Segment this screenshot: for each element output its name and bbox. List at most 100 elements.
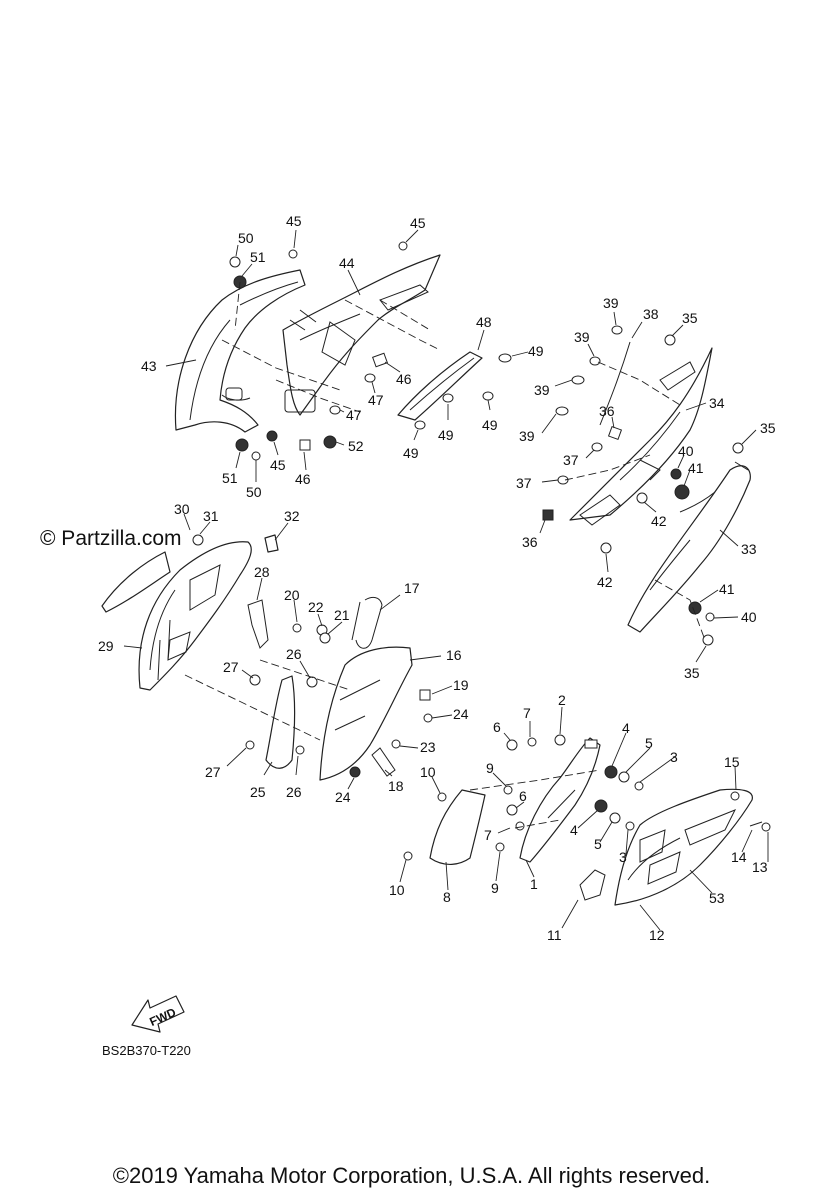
part-43-side-cover bbox=[174, 269, 306, 433]
part-48-bracket bbox=[397, 351, 483, 421]
callout-44: 44 bbox=[339, 255, 355, 271]
callout-3: 3 bbox=[619, 849, 627, 865]
callout-15: 15 bbox=[724, 754, 740, 770]
part-1-bracket bbox=[519, 737, 601, 863]
callout-1: 1 bbox=[530, 876, 538, 892]
callout-4: 4 bbox=[570, 822, 578, 838]
part-12-front-cover bbox=[614, 788, 753, 906]
callout-37: 37 bbox=[516, 475, 532, 491]
callout-6: 6 bbox=[493, 719, 501, 735]
callout-35: 35 bbox=[760, 420, 776, 436]
callout-50: 50 bbox=[238, 230, 254, 246]
callout-7: 7 bbox=[484, 827, 492, 843]
callout-52: 52 bbox=[348, 438, 364, 454]
callout-17: 17 bbox=[404, 580, 420, 596]
callout-26: 26 bbox=[286, 646, 302, 662]
diagram-code: BS2B370-T220 bbox=[102, 1043, 191, 1058]
upper-left-dashed-lines bbox=[221, 281, 441, 413]
part-16-inner-panel bbox=[319, 646, 413, 781]
fwd-arrow-icon: FWD bbox=[131, 995, 185, 1033]
callout-47: 47 bbox=[368, 392, 384, 408]
callout-41: 41 bbox=[719, 581, 735, 597]
callout-34: 34 bbox=[709, 395, 725, 411]
callout-22: 22 bbox=[308, 599, 324, 615]
upper-right-hardware bbox=[542, 325, 744, 646]
callout-46: 46 bbox=[396, 371, 412, 387]
callout-38: 38 bbox=[643, 306, 659, 322]
part-11-bracket bbox=[579, 869, 606, 901]
part-33-side-cover bbox=[627, 461, 751, 633]
callout-numbers: 50 51 45 44 45 48 49 43 46 47 47 49 49 4… bbox=[98, 213, 776, 943]
callout-29: 29 bbox=[98, 638, 114, 654]
callout-39: 39 bbox=[574, 329, 590, 345]
callout-8: 8 bbox=[443, 889, 451, 905]
callout-49: 49 bbox=[528, 343, 544, 359]
callout-2: 2 bbox=[558, 692, 566, 708]
part-17-hose bbox=[351, 596, 383, 649]
part-30-decal bbox=[101, 551, 171, 613]
callout-26: 26 bbox=[286, 784, 302, 800]
callout-14: 14 bbox=[731, 849, 747, 865]
callout-18: 18 bbox=[388, 778, 404, 794]
callout-51: 51 bbox=[222, 470, 238, 486]
callout-3: 3 bbox=[670, 749, 678, 765]
callout-40: 40 bbox=[741, 609, 757, 625]
callout-49: 49 bbox=[482, 417, 498, 433]
part-25-inner-panel bbox=[265, 675, 296, 769]
callout-9: 9 bbox=[486, 760, 494, 776]
callout-10: 10 bbox=[420, 764, 436, 780]
leader-lines bbox=[123, 229, 769, 931]
mid-left-hardware bbox=[184, 534, 433, 778]
callout-42: 42 bbox=[597, 574, 613, 590]
callout-45: 45 bbox=[410, 215, 426, 231]
callout-16: 16 bbox=[446, 647, 462, 663]
callout-10: 10 bbox=[389, 882, 405, 898]
callout-43: 43 bbox=[141, 358, 157, 374]
callout-50: 50 bbox=[246, 484, 262, 500]
callout-27: 27 bbox=[223, 659, 239, 675]
callout-49: 49 bbox=[403, 445, 419, 461]
callout-28: 28 bbox=[254, 564, 270, 580]
callout-9: 9 bbox=[491, 880, 499, 896]
callout-11: 11 bbox=[547, 927, 562, 943]
callout-19: 19 bbox=[453, 677, 469, 693]
callout-36: 36 bbox=[522, 534, 538, 550]
callout-24: 24 bbox=[335, 789, 351, 805]
callout-32: 32 bbox=[284, 508, 300, 524]
callout-20: 20 bbox=[284, 587, 300, 603]
callout-13: 13 bbox=[752, 859, 768, 875]
callout-41: 41 bbox=[688, 460, 704, 476]
callout-45: 45 bbox=[286, 213, 302, 229]
callout-39: 39 bbox=[519, 428, 535, 444]
callout-5: 5 bbox=[594, 836, 602, 852]
callout-37: 37 bbox=[563, 452, 579, 468]
callout-42: 42 bbox=[651, 513, 667, 529]
callout-49: 49 bbox=[438, 427, 454, 443]
part-28-bracket bbox=[247, 599, 269, 649]
callout-35: 35 bbox=[682, 310, 698, 326]
callout-40: 40 bbox=[678, 443, 694, 459]
callout-47: 47 bbox=[346, 407, 362, 423]
callout-25: 25 bbox=[250, 784, 266, 800]
callout-46: 46 bbox=[295, 471, 311, 487]
callout-12: 12 bbox=[649, 927, 665, 943]
callout-6: 6 bbox=[519, 788, 527, 804]
callout-7: 7 bbox=[523, 705, 531, 721]
callout-5: 5 bbox=[645, 735, 653, 751]
watermark: © Partzilla.com bbox=[40, 527, 182, 550]
part-29-front-cover bbox=[138, 541, 252, 691]
callout-53: 53 bbox=[709, 890, 725, 906]
callout-48: 48 bbox=[476, 314, 492, 330]
lower-right-hardware bbox=[403, 734, 771, 861]
callout-4: 4 bbox=[622, 720, 630, 736]
callout-27: 27 bbox=[205, 764, 221, 780]
callout-21: 21 bbox=[334, 607, 350, 623]
part-8-panel bbox=[429, 789, 486, 865]
callout-45: 45 bbox=[270, 457, 286, 473]
callout-31: 31 bbox=[203, 508, 219, 524]
callout-33: 33 bbox=[741, 541, 757, 557]
upper-left-hardware bbox=[229, 241, 512, 461]
callout-35: 35 bbox=[684, 665, 700, 681]
callout-39: 39 bbox=[603, 295, 619, 311]
